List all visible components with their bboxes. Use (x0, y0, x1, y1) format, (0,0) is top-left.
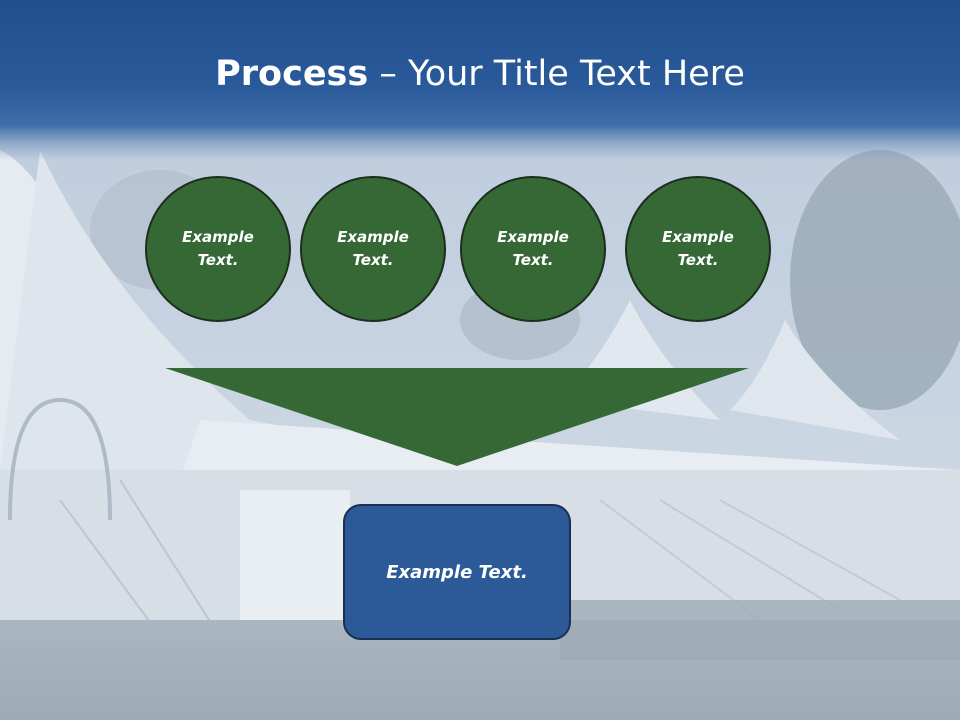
title-rest: – Your Title Text Here (368, 54, 745, 94)
step-label: Example Text. (337, 228, 409, 269)
slide-title: Process – Your Title Text Here (0, 50, 960, 98)
result-box[interactable]: Example Text. (343, 504, 571, 640)
title-band (0, 0, 960, 160)
process-step-circle-2[interactable]: Example Text. (300, 176, 446, 322)
step-label: Example Text. (497, 228, 569, 269)
result-label: Example Text. (386, 561, 528, 583)
title-bold: Process (215, 54, 369, 94)
step-label: Example Text. (182, 228, 254, 269)
process-step-circle-4[interactable]: Example Text. (625, 176, 771, 322)
funnel-arrow (165, 368, 749, 466)
process-step-circle-1[interactable]: Example Text. (145, 176, 291, 322)
process-step-circle-3[interactable]: Example Text. (460, 176, 606, 322)
step-label: Example Text. (662, 228, 734, 269)
